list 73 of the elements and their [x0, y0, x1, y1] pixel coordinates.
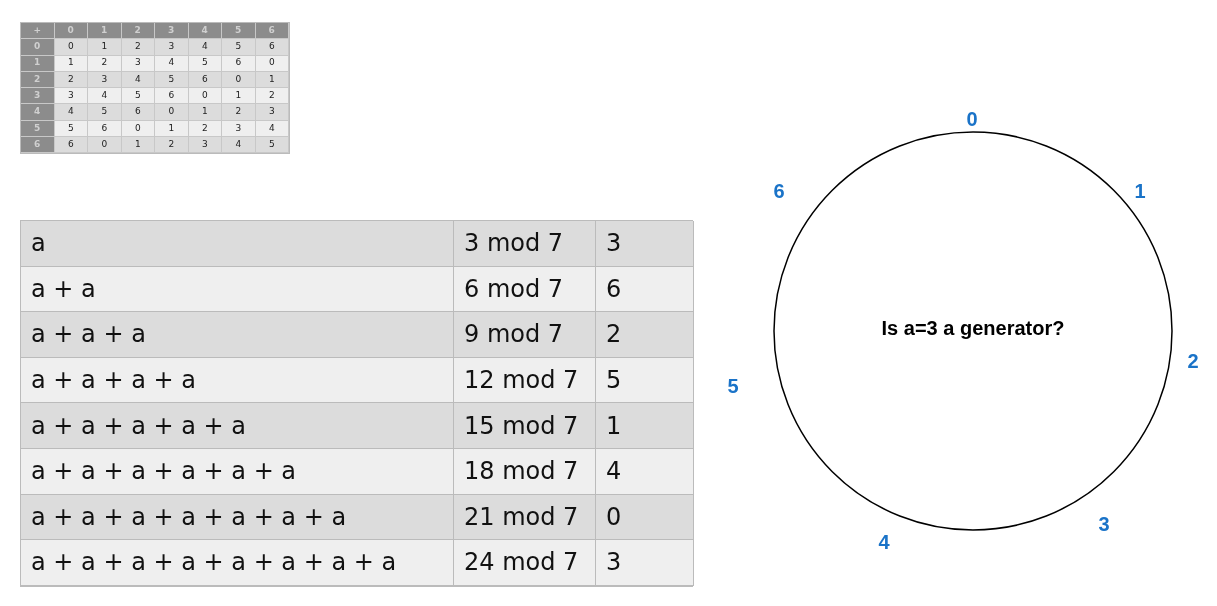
table-cell: 6: [54, 137, 88, 154]
table-cell: 5: [222, 39, 256, 56]
table-cell: 21 mod 7: [454, 494, 596, 541]
table-cell: 2: [121, 39, 155, 56]
table-cell: 12 mod 7: [454, 357, 596, 404]
table-cell: a + a + a + a + a + a + a: [21, 494, 454, 541]
table-cell: 6: [596, 266, 694, 313]
table-cell: 5: [88, 104, 122, 121]
header-cell: 6: [255, 23, 289, 40]
header-cell: 0: [21, 39, 55, 56]
table-cell: 9 mod 7: [454, 312, 596, 358]
table-cell: a + a + a + a + a: [21, 403, 454, 449]
header-cell: 3: [155, 23, 189, 40]
header-cell: 4: [21, 104, 55, 121]
table-cell: 6: [255, 39, 289, 56]
table-cell: 1: [188, 104, 222, 121]
table-cell: a + a + a + a: [21, 357, 454, 404]
table-cell: 3: [155, 39, 189, 56]
header-cell: 6: [21, 137, 55, 154]
table-cell: 4: [188, 39, 222, 56]
table-cell: 18 mod 7: [454, 448, 596, 495]
table-cell: a + a + a + a + a + a: [21, 448, 454, 495]
position-number: 1: [1134, 179, 1146, 204]
table-cell: 4: [88, 88, 122, 105]
header-cell: 5: [222, 23, 256, 40]
table-cell: 3: [596, 540, 694, 586]
table-cell: 0: [155, 104, 189, 121]
table-cell: 4: [222, 137, 256, 154]
table-cell: 4: [596, 448, 694, 495]
position-number: 2: [1187, 349, 1199, 374]
table-cell: 6 mod 7: [454, 266, 596, 313]
table-cell: a + a + a: [21, 312, 454, 358]
table-cell: 5: [255, 137, 289, 154]
table-cell: 1: [88, 39, 122, 56]
header-cell: 1: [88, 23, 122, 40]
header-cell: 2: [121, 23, 155, 40]
table-cell: 0: [54, 39, 88, 56]
table-cell: 3: [255, 104, 289, 121]
table-cell: a + a: [21, 266, 454, 313]
position-number: 3: [1098, 512, 1110, 537]
table-cell: 3 mod 7: [454, 221, 596, 267]
table-cell: 0: [596, 494, 694, 541]
header-cell: 4: [188, 23, 222, 40]
position-number: 6: [773, 179, 785, 204]
table-cell: a + a + a + a + a + a + a + a: [21, 540, 454, 586]
table-cell: 3: [596, 221, 694, 267]
table-cell: 24 mod 7: [454, 540, 596, 586]
header-cell: +: [21, 23, 55, 40]
table-cell: 6: [155, 88, 189, 105]
table-cell: 3: [188, 137, 222, 154]
table-cell: 5: [121, 88, 155, 105]
table-cell: 2: [255, 88, 289, 105]
table-cell: 1: [596, 403, 694, 449]
table-cell: 4: [54, 104, 88, 121]
circle-text: Is a=3 a generator?: [881, 316, 1065, 341]
header-cell: 0: [54, 23, 88, 40]
table-cell: 1: [121, 137, 155, 154]
position-number: 0: [966, 107, 978, 132]
header-cell: 3: [21, 88, 55, 105]
table-cell: 2: [596, 312, 694, 358]
table-cell: 0: [88, 137, 122, 154]
table-cell: a: [21, 221, 454, 267]
table-cell: 2: [155, 137, 189, 154]
table-cell: 1: [222, 88, 256, 105]
position-number: 4: [878, 530, 890, 555]
position-number: 5: [727, 374, 739, 399]
table-cell: 5: [596, 357, 694, 404]
circle-node: [773, 131, 1173, 531]
table-cell: 0: [188, 88, 222, 105]
table-cell: 2: [222, 104, 256, 121]
table-cell: 3: [54, 88, 88, 105]
table-cell: 6: [121, 104, 155, 121]
table-cell: 15 mod 7: [454, 403, 596, 449]
